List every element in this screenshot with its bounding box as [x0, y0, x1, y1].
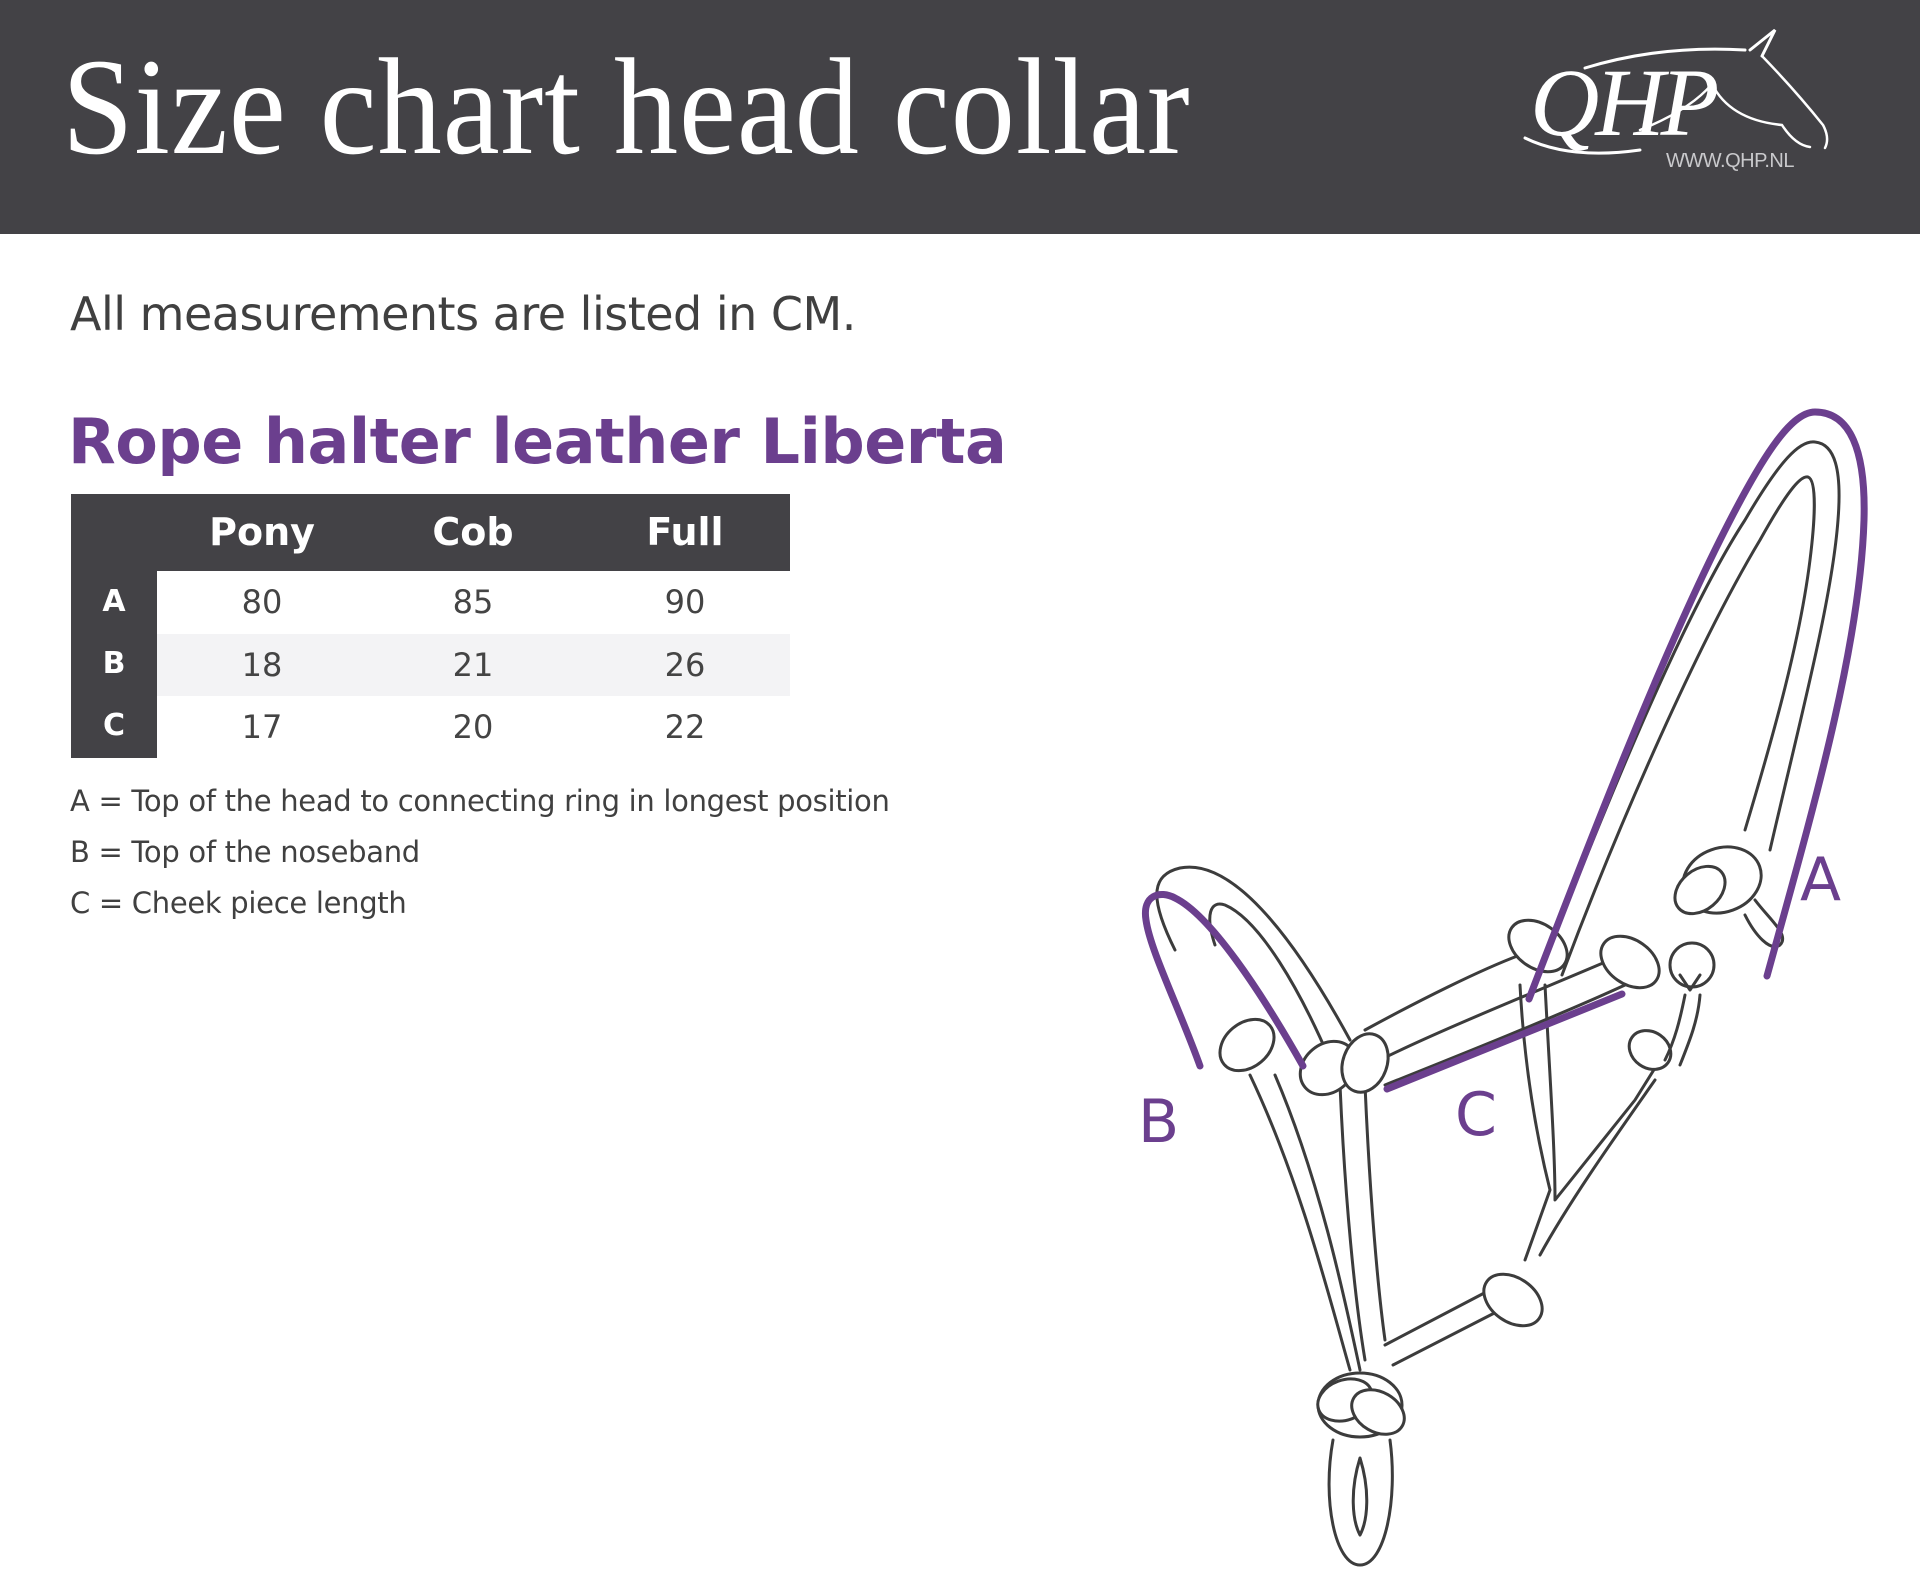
- cell-b-full: 26: [664, 646, 706, 684]
- table-row: 80 85 90: [157, 571, 790, 633]
- table-row: 18 21 26: [157, 634, 790, 696]
- logo-url: WWW.QHP.NL: [1666, 150, 1794, 172]
- column-header-pony: Pony: [209, 510, 315, 554]
- label-c: C: [1455, 1080, 1497, 1150]
- cell-c-full: 22: [664, 708, 706, 746]
- header-bar: Size chart head collar QHP WWW.QHP.NL: [0, 0, 1920, 234]
- legend-item-a: A = Top of the head to connecting ring i…: [70, 784, 890, 818]
- measurement-legend: A = Top of the head to connecting ring i…: [70, 776, 890, 929]
- legend-item-c: C = Cheek piece length: [70, 886, 407, 920]
- cell-c-pony: 17: [241, 708, 283, 746]
- size-table: Pony Cob Full A B C 80 85 90 18 21 26 17…: [71, 494, 790, 758]
- measure-line-a: [1525, 408, 1868, 1003]
- row-label-column: A B C: [71, 571, 157, 758]
- measurement-lines: [1141, 408, 1868, 1093]
- table-header-row: Pony Cob Full: [71, 494, 790, 571]
- cell-a-cob: 85: [452, 583, 494, 621]
- logo-text: QHP: [1530, 49, 1718, 156]
- halter-outline: [1155, 440, 1841, 1567]
- page-title: Size chart head collar: [62, 30, 1191, 183]
- product-title: Rope halter leather Liberta: [68, 405, 1007, 478]
- cell-c-cob: 20: [452, 708, 494, 746]
- label-b: B: [1138, 1087, 1179, 1157]
- row-label-b: B: [102, 646, 126, 681]
- horse-head-icon: [1583, 28, 1829, 150]
- qhp-logo: QHP: [1523, 28, 1829, 156]
- column-header-cob: Cob: [432, 510, 514, 554]
- row-label-a: A: [102, 584, 126, 619]
- column-header-full: Full: [646, 510, 724, 554]
- legend-item-b: B = Top of the noseband: [70, 835, 420, 869]
- cell-b-pony: 18: [241, 646, 283, 684]
- measure-line-c: [1383, 990, 1626, 1093]
- cell-a-full: 90: [664, 583, 706, 621]
- cell-a-pony: 80: [241, 583, 283, 621]
- table-row: 17 20 22: [157, 696, 790, 758]
- label-a: A: [1800, 845, 1841, 915]
- units-note: All measurements are listed in CM.: [70, 287, 856, 341]
- row-label-c: C: [102, 708, 126, 743]
- measure-line-b: [1141, 891, 1307, 1070]
- cell-b-cob: 21: [452, 646, 494, 684]
